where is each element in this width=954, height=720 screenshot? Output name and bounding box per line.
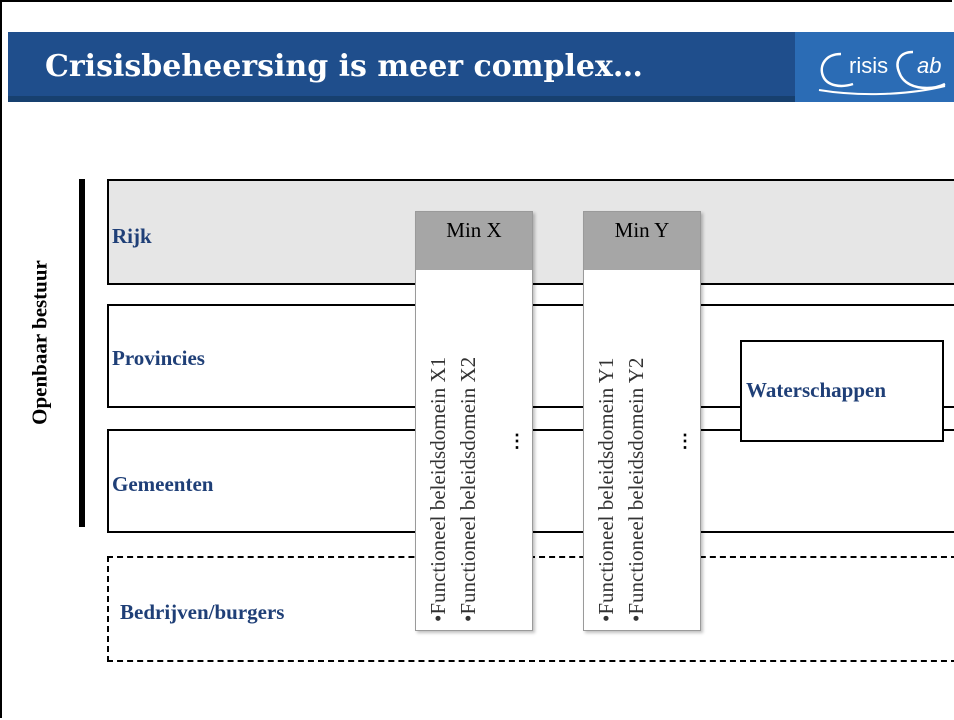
- ministry-x: Min X •Functioneel beleidsdomein X1 •Fun…: [415, 211, 533, 631]
- layer-label-rijk: Rijk: [112, 224, 152, 248]
- ministry-y-domain-1: •Functioneel beleidsdomein Y1: [594, 357, 618, 622]
- logo-text-right: ab: [917, 53, 942, 78]
- ministry-y: Min Y •Functioneel beleidsdomein Y1 •Fun…: [583, 211, 701, 631]
- ministry-x-more-dots: ⋮: [508, 431, 526, 451]
- slide-title: Crisisbeheersing is meer complex…: [45, 49, 643, 84]
- ministry-x-domain-1: •Functioneel beleidsdomein X1: [426, 356, 450, 622]
- banner-shadow: [8, 96, 954, 102]
- ministry-x-header: Min X: [416, 212, 532, 270]
- layer-label-bedrijven-burgers: Bedrijven/burgers: [120, 600, 285, 624]
- logo-text-left: risis: [849, 53, 889, 78]
- waterschappen-label: Waterschappen: [746, 378, 887, 402]
- layer-label-gemeenten: Gemeenten: [112, 472, 214, 496]
- axis-label: Openbaar bestuur: [27, 260, 52, 425]
- logo-swoosh-icon: [818, 50, 946, 96]
- ministry-y-header: Min Y: [584, 212, 700, 270]
- waterschappen-box: Waterschappen: [740, 340, 944, 442]
- ministry-y-domain-2: •Functioneel beleidsdomein Y2: [624, 357, 648, 622]
- ministry-y-more-dots: ⋮: [676, 431, 694, 451]
- layer-label-provincies: Provincies: [112, 346, 205, 370]
- crisislab-logo: risis ab: [795, 32, 954, 102]
- ministry-x-domain-2: •Functioneel beleidsdomein X2: [456, 356, 480, 622]
- axis-bar: [79, 179, 85, 527]
